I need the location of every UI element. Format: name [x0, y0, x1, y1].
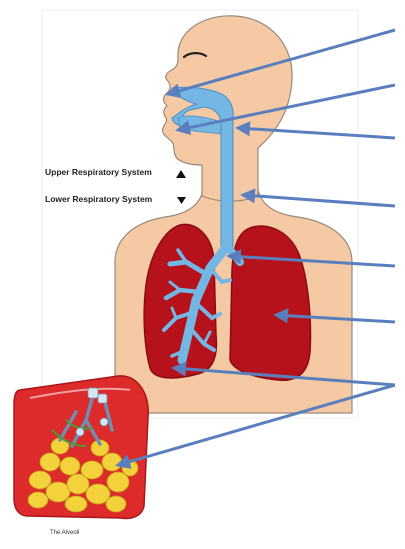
alveoli-caption: The Alveoli: [50, 530, 79, 536]
lower-respiratory-label: Lower Respiratory System: [45, 194, 152, 204]
alveoli-inset: [14, 376, 148, 519]
upper-respiratory-label: Upper Respiratory System: [45, 167, 152, 177]
